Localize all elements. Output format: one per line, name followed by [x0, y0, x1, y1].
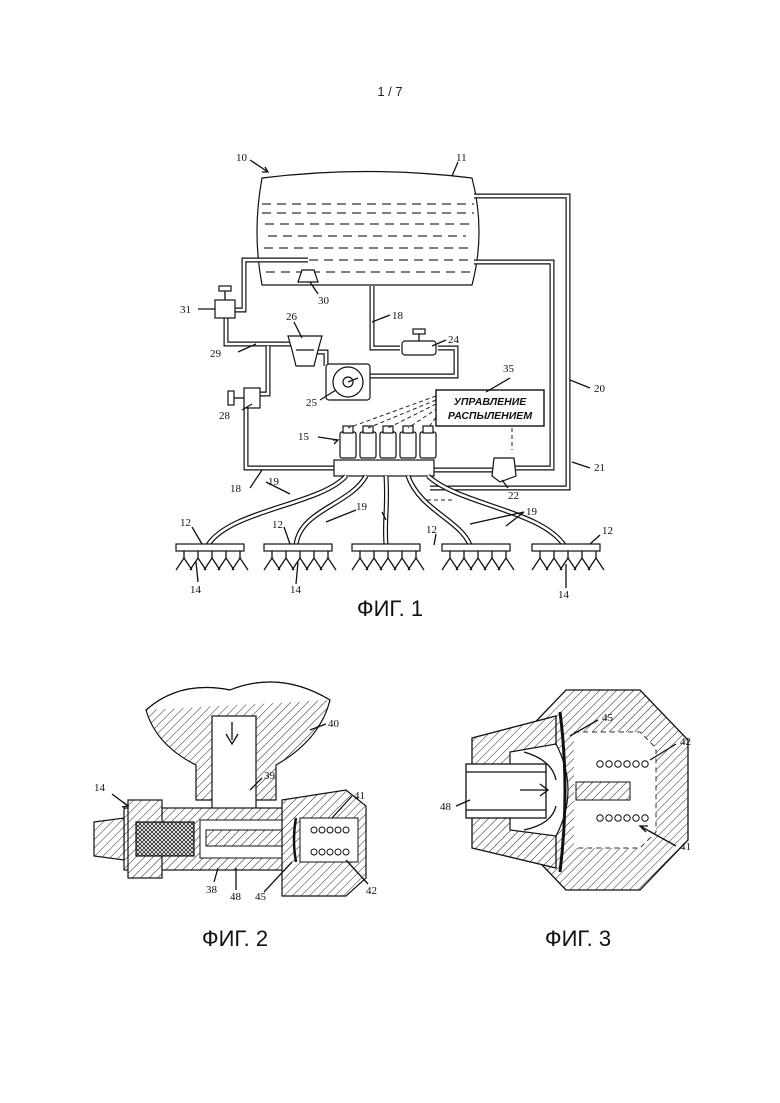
ref-26: 26 [286, 311, 298, 323]
ref-42: 42 [366, 885, 377, 897]
ref-24: 24 [448, 334, 460, 346]
ref-42: 42 [680, 736, 691, 748]
outlet-30 [298, 270, 318, 282]
ref-25: 25 [306, 397, 318, 409]
ref-22: 22 [508, 490, 519, 502]
ref-31: 31 [180, 304, 191, 316]
figure-3: 45 42 48 41 ФИГ. 3 [440, 690, 691, 951]
ref-20: 20 [594, 383, 606, 395]
ref-10: 10 [236, 152, 248, 164]
boom-3 [352, 544, 424, 570]
ref-39: 39 [264, 770, 276, 782]
pump-25 [326, 364, 370, 400]
ref-30: 30 [318, 295, 330, 307]
ref-18-bottom: 18 [230, 483, 242, 495]
ref-14-a: 14 [190, 584, 202, 596]
ref-41: 41 [680, 841, 691, 853]
ref-14-b: 14 [290, 584, 302, 596]
figure-1: УПРАВЛЕНИЕ РАСПЫЛЕНИЕМ [176, 152, 613, 621]
spray-booms [176, 544, 604, 570]
spray-valves [340, 426, 436, 458]
ref-28: 28 [219, 410, 231, 422]
nut-14 [94, 818, 124, 860]
ref-12-b: 12 [272, 519, 283, 531]
bore-39 [212, 716, 256, 812]
filter-mesh [136, 822, 194, 856]
ref-12-d: 12 [602, 525, 613, 537]
regulator-22 [492, 458, 516, 482]
valve-31 [215, 286, 235, 318]
ref-12-c: 12 [426, 524, 437, 536]
boom-1 [176, 544, 248, 570]
ref-11: 11 [456, 152, 467, 164]
valve-28 [228, 388, 260, 408]
ref-14: 14 [94, 782, 106, 794]
ref-45: 45 [602, 712, 614, 724]
fig2-caption: ФИГ. 2 [202, 926, 268, 951]
ref-38: 38 [206, 884, 218, 896]
ref-12-a: 12 [180, 517, 191, 529]
tank-11 [257, 172, 479, 286]
ref-18-top: 18 [392, 310, 404, 322]
ref-29: 29 [210, 348, 222, 360]
boom-4 [442, 544, 514, 570]
valve-24 [402, 329, 436, 355]
ref-14-c: 14 [558, 589, 570, 601]
ref-48: 48 [440, 801, 452, 813]
control-box-line1: УПРАВЛЕНИЕ [454, 396, 528, 408]
ref-19-b: 19 [356, 501, 368, 513]
ref-19-a: 19 [268, 476, 280, 488]
page-number: 1 / 7 [377, 84, 402, 99]
fig3-caption: ФИГ. 3 [545, 926, 611, 951]
control-box-line2: РАСПЫЛЕНИЕМ [448, 410, 532, 422]
ref-35: 35 [503, 363, 515, 375]
boom-5 [532, 544, 604, 570]
figure-2: 40 39 14 41 38 48 45 42 ФИГ. 2 [94, 682, 377, 951]
spray-control-box: УПРАВЛЕНИЕ РАСПЫЛЕНИЕМ [436, 390, 544, 426]
ref-40: 40 [328, 718, 340, 730]
ref-41: 41 [354, 790, 365, 802]
ref-48: 48 [230, 891, 242, 903]
filter-26 [288, 336, 322, 366]
ref-45: 45 [255, 891, 267, 903]
fig1-caption: ФИГ. 1 [357, 596, 423, 621]
boom-2 [264, 544, 336, 570]
ref-21: 21 [594, 462, 605, 474]
ref-15: 15 [298, 431, 310, 443]
manifold-15 [334, 426, 436, 476]
ref-19-c: 19 [526, 506, 538, 518]
